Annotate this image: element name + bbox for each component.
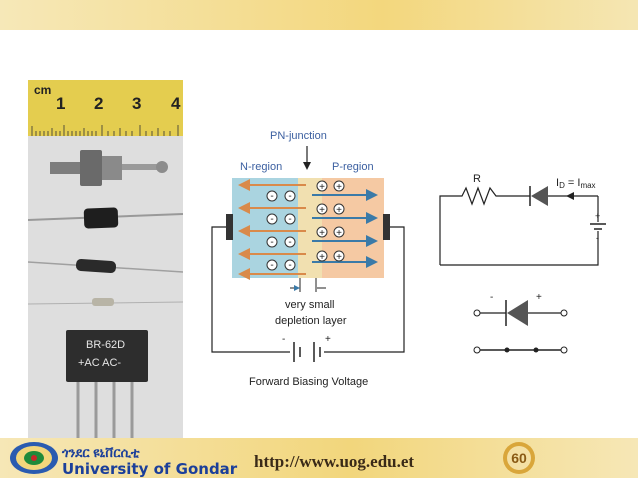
current-arrow xyxy=(566,192,574,200)
university-name-block: ጎንደር ዩኒቨርሲቲ University of Gondar xyxy=(62,446,237,478)
n-region-label: N-region xyxy=(240,161,282,173)
electron-sign: - xyxy=(288,191,291,202)
circuit-diode-triangle xyxy=(531,186,548,206)
depletion-label-2: depletion layer xyxy=(275,315,347,327)
electron-sign: - xyxy=(270,237,273,248)
anniversary-number: 60 xyxy=(511,450,527,466)
forward-bias-caption: Forward Biasing Voltage xyxy=(249,376,368,388)
ruler-ticks xyxy=(31,125,179,136)
diode-terminal-right xyxy=(560,309,568,317)
diode-symbol-triangle xyxy=(507,300,528,326)
electron-sign: - xyxy=(270,191,273,202)
hole-sign: + xyxy=(319,182,325,193)
bias-battery xyxy=(293,342,321,362)
holes xyxy=(316,180,345,262)
ruler-number-4: 4 xyxy=(171,94,181,113)
electron-sign: - xyxy=(288,214,291,225)
hole-sign: + xyxy=(319,205,325,216)
electron-sign: - xyxy=(288,237,291,248)
switch-terminal-right xyxy=(560,346,568,354)
university-logo xyxy=(10,442,58,474)
ruler-number-1: 1 xyxy=(56,94,66,113)
ruler-number-3: 3 xyxy=(132,94,142,113)
resistor-label: R xyxy=(473,173,481,185)
wire-left xyxy=(211,226,290,353)
depletion-label-1: very small xyxy=(285,299,335,311)
diode-body-1 xyxy=(83,207,119,229)
hole-sign: + xyxy=(319,228,325,239)
current-label: ID = Imax xyxy=(556,177,596,190)
p-region-label: P-region xyxy=(332,161,374,173)
diode-photo-drawing: BR-62D +AC AC- xyxy=(28,125,183,438)
header-band xyxy=(0,0,638,30)
electrons xyxy=(266,190,296,271)
n-contact xyxy=(226,214,233,240)
bridge-rectifier xyxy=(66,330,148,382)
bridge-label-2: +AC AC- xyxy=(78,357,121,369)
diode-terminal-left xyxy=(473,309,481,317)
ruler-unit: cm xyxy=(34,83,52,97)
university-url[interactable]: http://www.uog.edu.et xyxy=(254,452,415,471)
hole-sign: + xyxy=(336,252,342,263)
p-contact xyxy=(383,214,390,240)
pn-junction-arrowhead xyxy=(303,162,311,170)
wire-right xyxy=(324,226,405,353)
electron-sign: - xyxy=(270,214,273,225)
diode-body-2 xyxy=(75,258,117,274)
bridge-label-1: BR-62D xyxy=(86,339,125,351)
diode-body-3 xyxy=(92,298,114,306)
hole-sign: + xyxy=(336,228,342,239)
diode-minus-label: - xyxy=(490,292,493,303)
hole-sign: + xyxy=(319,252,325,263)
carrier-arrows xyxy=(238,179,378,280)
battery-plus: + xyxy=(325,334,331,345)
university-amharic: ጎንደር ዩኒቨርሲቲ xyxy=(62,445,140,460)
circuit-battery-minus: - xyxy=(596,233,599,243)
stud-diode xyxy=(50,150,168,186)
ruler-number-2: 2 xyxy=(94,94,104,113)
electron-sign: - xyxy=(270,260,273,271)
battery-minus: - xyxy=(282,334,285,345)
circuit-battery-plus: + xyxy=(595,211,600,221)
diode-plus-label: + xyxy=(536,292,542,303)
university-name: University of Gondar xyxy=(62,460,238,478)
resistor xyxy=(439,186,530,265)
pn-junction-label: PN-junction xyxy=(270,130,327,142)
diode-photo: cm 1 2 3 4 BR-62 xyxy=(28,80,183,438)
anniversary-logo: 60 xyxy=(503,442,535,474)
hole-sign: + xyxy=(336,205,342,216)
ruler: cm 1 2 3 4 xyxy=(28,80,183,136)
electron-sign: - xyxy=(288,260,291,271)
switch-terminal-left xyxy=(473,346,481,354)
hole-sign: + xyxy=(336,182,342,193)
